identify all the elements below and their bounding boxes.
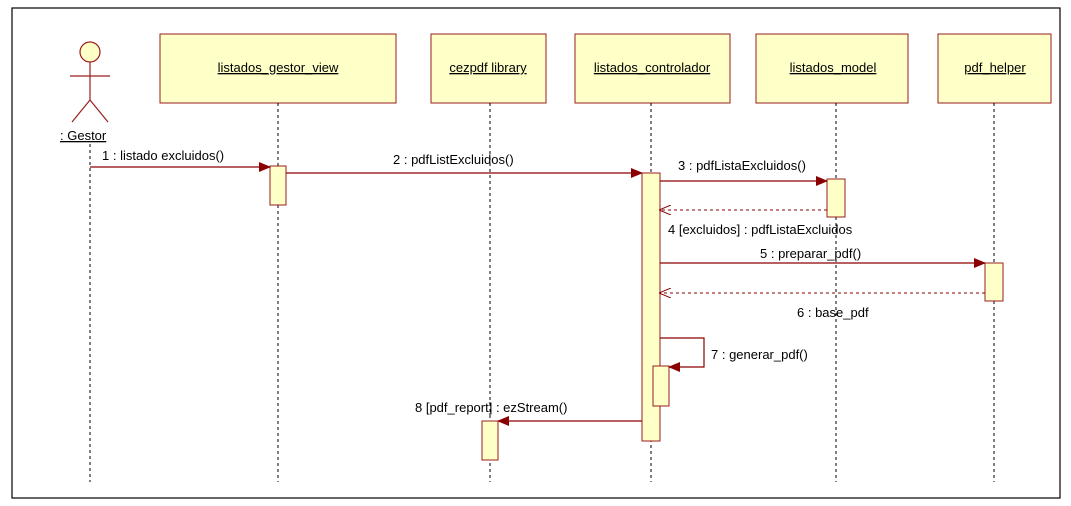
- message-label-8: 8 [pdf_report] : ezStream(): [415, 400, 567, 415]
- object-box: [937, 33, 1052, 104]
- actor-gestor: : Gestor: [60, 41, 110, 143]
- object-pdf-helper: pdf_helper: [937, 33, 1052, 104]
- actor-right-leg: [89, 99, 109, 123]
- actor-label: : Gestor: [60, 128, 107, 143]
- object-box: [755, 33, 909, 104]
- object-cezpdf-library: cezpdf library: [430, 33, 547, 104]
- object-listados-controlador: listados_controlador: [574, 33, 731, 104]
- message-label-4: 4 [excluidos] : pdfListaExcluidos: [668, 222, 853, 237]
- object-box: [159, 33, 397, 104]
- message-arrow-7: [660, 337, 705, 372]
- object-label: pdf_helper: [964, 60, 1026, 75]
- object-box: [574, 33, 731, 104]
- message-label-2: 2 : pdfListExcluidos(): [393, 152, 514, 167]
- object-label: listados_controlador: [594, 60, 711, 75]
- message-label-5: 5 : preparar_pdf(): [760, 246, 861, 261]
- message-label-6: 6 : base_pdf: [797, 305, 869, 320]
- message-label-1: 1 : listado excluidos(): [102, 148, 224, 163]
- activation-model: [826, 178, 846, 218]
- actor-head: [79, 41, 101, 63]
- message-label-3: 3 : pdfListaExcluidos(): [678, 158, 806, 173]
- object-label: cezpdf library: [449, 60, 527, 75]
- object-box: [430, 33, 547, 104]
- actor-left-leg: [71, 99, 91, 123]
- object-label: listados_model: [790, 60, 877, 75]
- object-listados-model: listados_model: [755, 33, 909, 104]
- activation-library: [481, 420, 499, 461]
- activation-controlador-self: [652, 365, 670, 407]
- object-listados-gestor-view: listados_gestor_view: [159, 33, 397, 104]
- object-label: listados_gestor_view: [218, 60, 339, 75]
- activation-view: [269, 165, 287, 206]
- message-label-7: 7 : generar_pdf(): [711, 347, 808, 362]
- activation-helper: [984, 262, 1004, 302]
